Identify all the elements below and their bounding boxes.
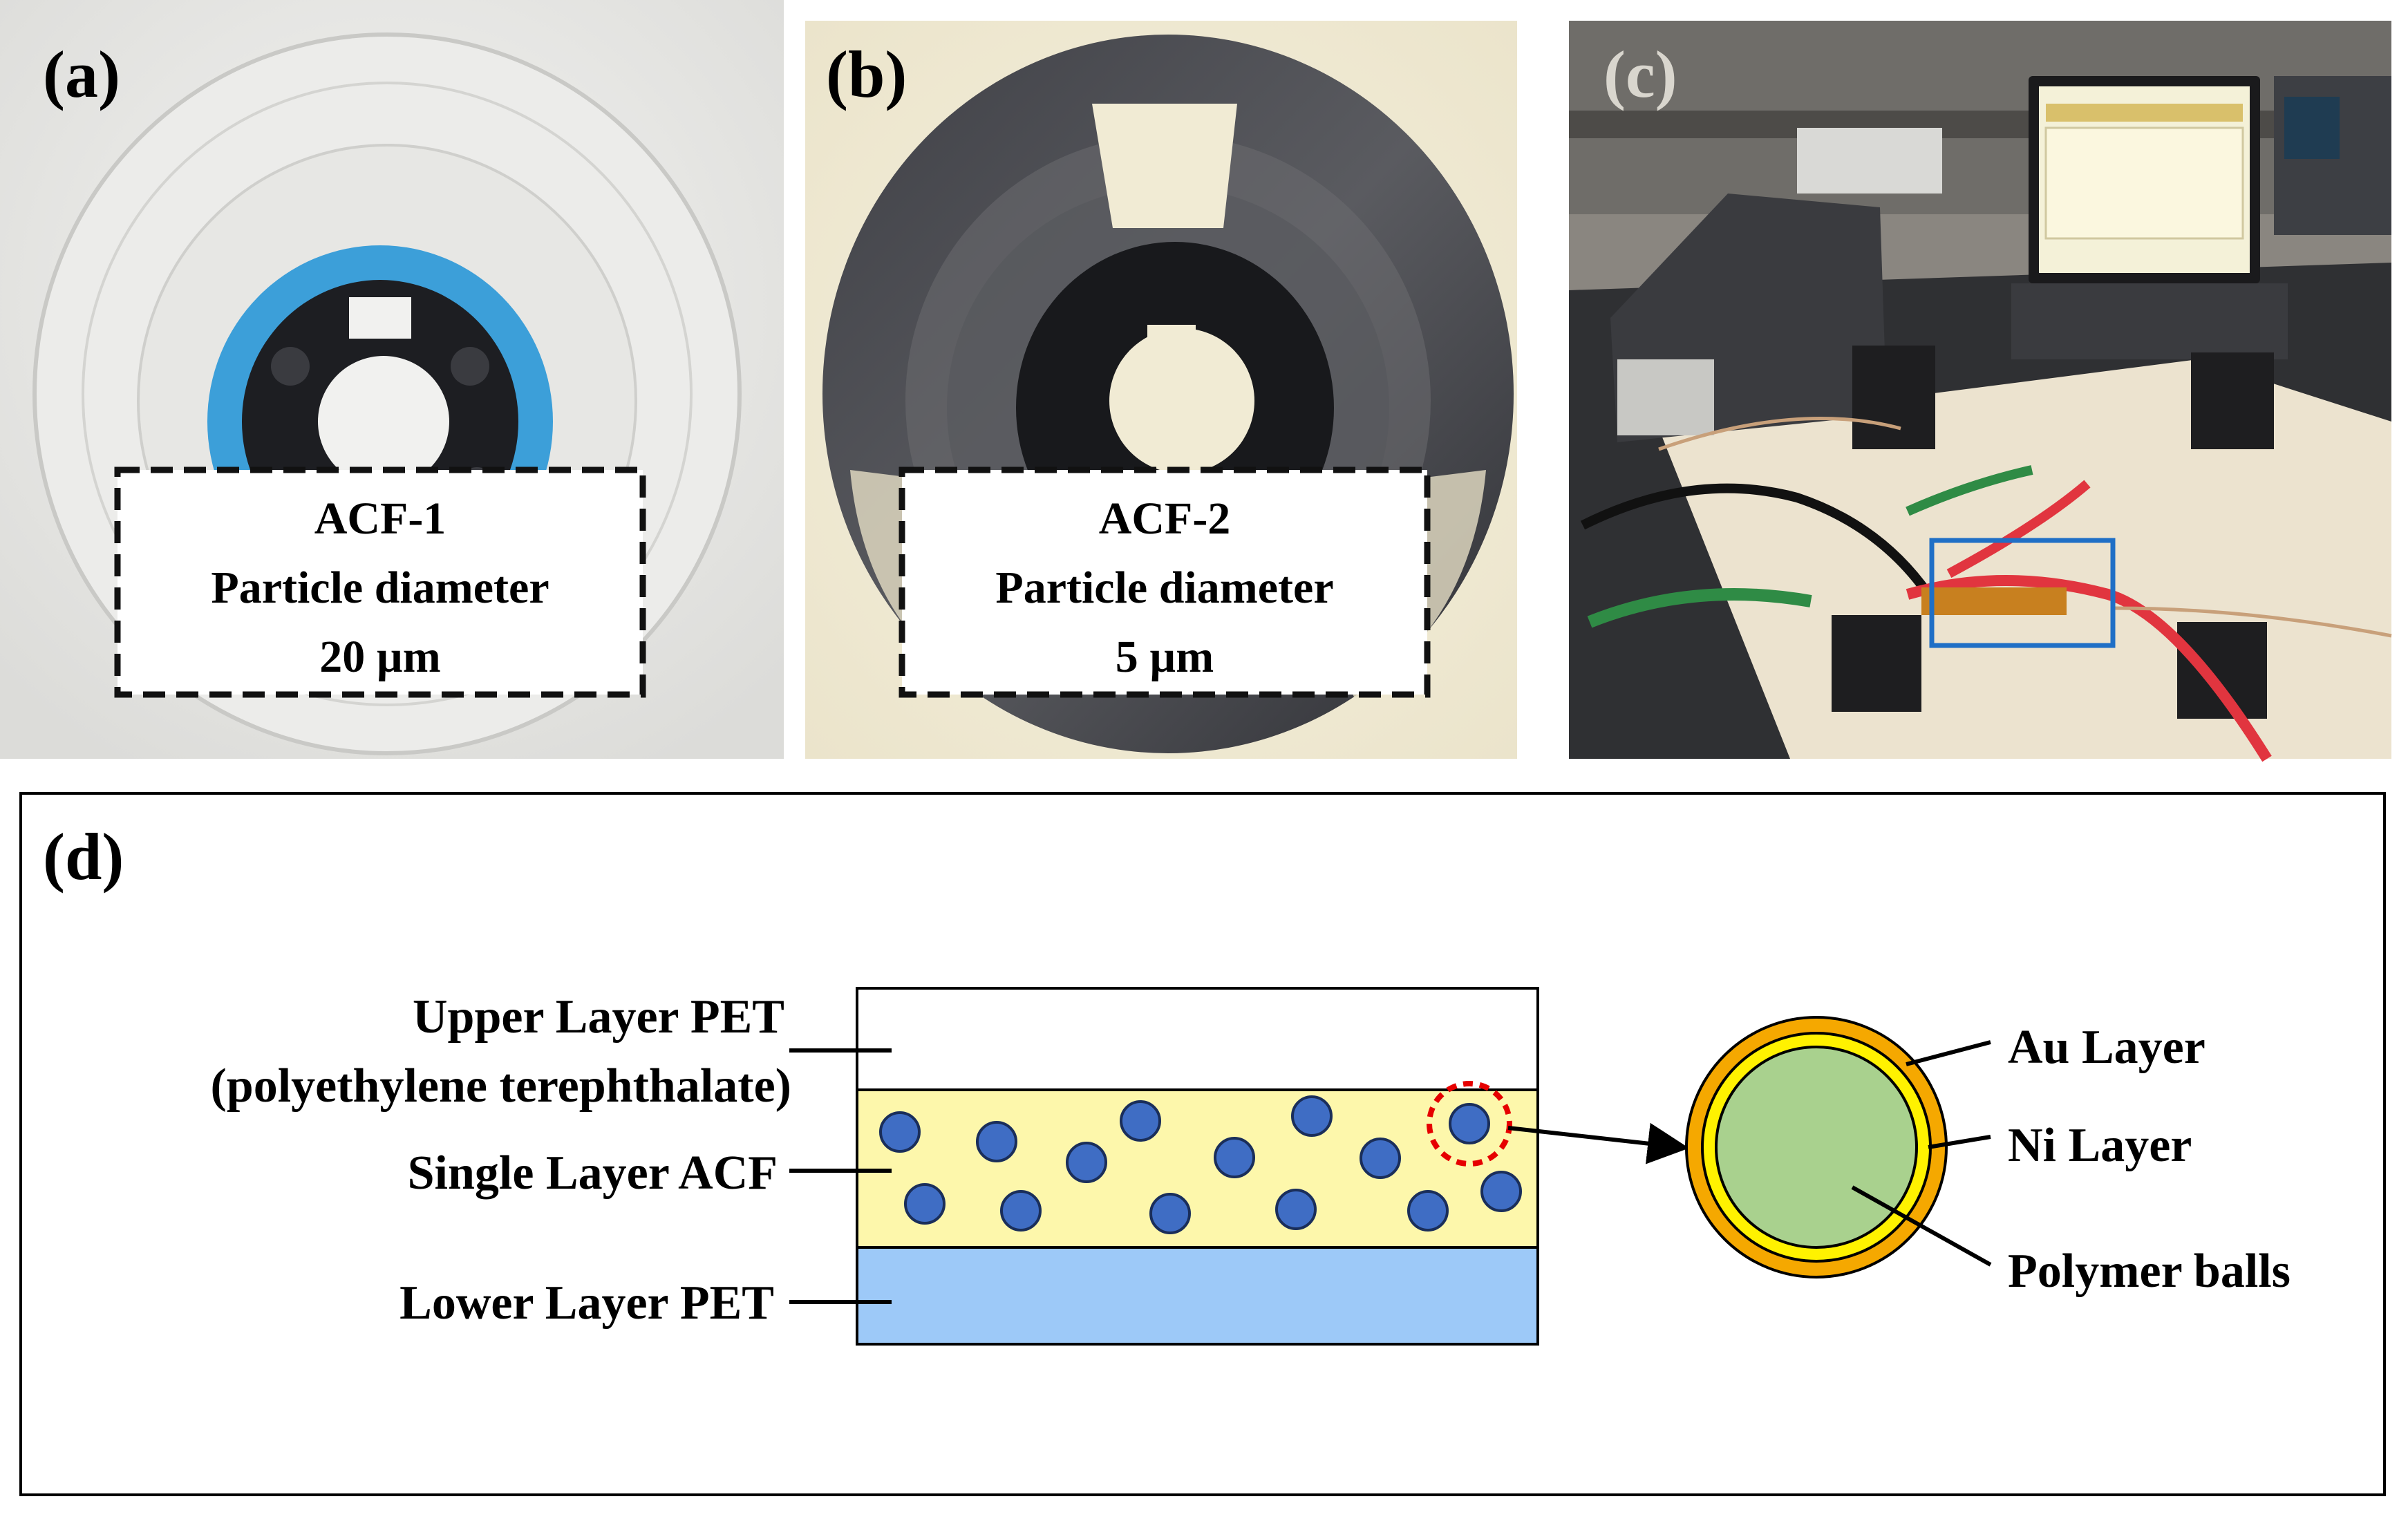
hub-small-hole [451,347,489,386]
probe-station [1852,346,1935,449]
cable-red [1906,575,2272,762]
upper-pet-layer [856,987,1539,1091]
laptop-table-header [2046,104,2243,122]
panel-a: ACF-1 Particle diameter 20 µm (a) [0,0,784,759]
instrument-top [1797,128,1942,194]
conductive-particle [1214,1137,1255,1178]
conductive-particle [904,1183,946,1225]
ni-layer-label: Ni Layer [2008,1119,2192,1172]
sample-strip [1921,587,2067,615]
lab-shelf [1569,111,2391,138]
particles [879,1095,1522,1234]
particle-highlight-circle [1427,1081,1512,1167]
leader-au [1906,1040,1991,1066]
hub-small-hole [271,347,310,386]
cable-green [1587,588,1812,628]
panel-d-label: (d) [43,820,124,894]
cable-red [1946,480,2091,578]
acf-label: Single Layer ACF [408,1147,778,1200]
cable-thin [2114,606,2392,638]
conductive-particle [976,1121,1017,1162]
upper-pet-sublabel: (polyethylene terephthalate) [210,1059,791,1113]
reel-inner-rim [82,82,693,706]
panel-a-label: (a) [43,37,120,111]
caption-b-line2: Particle diameter [995,563,1333,613]
caption-box-a [114,466,646,698]
conductive-particle [1120,1100,1161,1142]
power-supply-panel [1617,359,1714,435]
reel-b-hub-hole [1109,328,1254,473]
conductive-particle [879,1111,921,1153]
conductive-particle [1275,1189,1317,1230]
oscilloscope-screen [2284,97,2340,159]
cable-thin [1658,416,1901,451]
conductive-particle [1360,1138,1401,1179]
leader-polymer [1851,1185,1992,1267]
conductive-particle [1480,1171,1522,1212]
conductive-particle [1291,1095,1333,1137]
conductive-particle [1000,1190,1042,1232]
lower-pet-label: Lower Layer PET [399,1276,774,1330]
leader-ni [1928,1135,1991,1149]
probe-station [2177,622,2267,719]
caption-a-line1: ACF-1 [314,493,446,544]
conductive-particle [1149,1193,1191,1234]
polymer-balls-label: Polymer balls [2008,1245,2291,1298]
laptop-table-rows [2044,126,2244,240]
conductive-particle [1407,1190,1449,1232]
polymer-core [1715,1046,1918,1249]
conductive-particle [1449,1103,1490,1144]
laptop-base [2011,283,2288,359]
reel-b-key-slot [1147,325,1196,359]
reel-b-window-top [1092,104,1237,228]
au-layer-label: Au Layer [2008,1021,2205,1074]
caption-b-line1: ACF-2 [1099,493,1231,544]
sample-highlight-box [1929,538,2116,648]
panel-b: ACF-2 Particle diameter 5 µm (b) [805,21,1517,759]
conductive-particle [1066,1142,1107,1183]
cable-green [1906,465,2033,516]
hub-key-slot [349,297,411,339]
probe-station [2191,352,2274,449]
zoom-arrow [1507,1122,1689,1164]
hub-hole [318,356,449,487]
cable-black [1580,483,1932,598]
panel-c-label: (c) [1603,37,1677,111]
panel-b-label: (b) [826,37,907,111]
caption-a-line2: Particle diameter [211,563,549,613]
caption-box-b [899,466,1431,698]
caption-b-line3: 5 µm [1116,632,1214,682]
probe-station [1832,615,1921,712]
panel-d: (d) [19,792,2386,1496]
panel-c: (c) [1569,21,2392,762]
caption-a-line3: 20 µm [319,632,441,682]
lower-pet-layer [856,1246,1539,1346]
upper-pet-label: Upper Layer PET [413,990,784,1044]
